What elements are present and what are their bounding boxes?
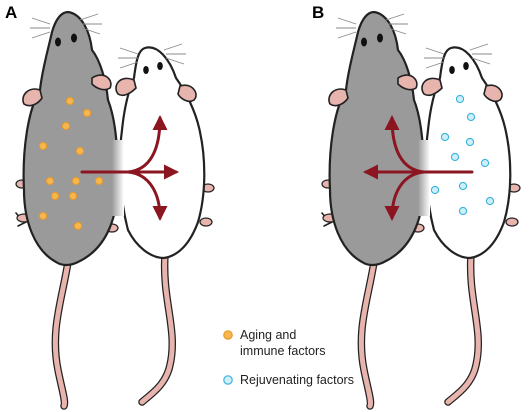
aging-dot-icon	[45, 176, 55, 186]
aging-dot-icon	[71, 176, 81, 186]
rejuvenating-dot-icon	[485, 196, 495, 206]
panel-label-b: B	[312, 3, 324, 22]
rejuvenating-dot-icon	[455, 94, 465, 104]
old-mouse-icon	[16, 12, 118, 406]
aging-dot-icon	[75, 146, 85, 156]
flow-arrow-icon	[80, 115, 179, 221]
rejuvenating-dot-icon	[458, 206, 468, 216]
old-mouse-icon	[322, 12, 424, 406]
rejuvenating-dot-icon	[465, 137, 475, 147]
rejuvenating-dot-icon	[450, 152, 460, 162]
rejuvenating-dot-icon	[430, 185, 440, 195]
aging-dot-icon	[38, 211, 48, 221]
panel-a: A	[5, 3, 214, 406]
panel-b: B	[312, 3, 520, 406]
rejuvenating-dot-icon	[223, 375, 233, 385]
legend-rejuvenating: Rejuvenating factors	[240, 373, 354, 387]
young-mouse-icon	[422, 44, 520, 402]
aging-dot-icon	[82, 108, 92, 118]
aging-dot-icon	[65, 96, 75, 106]
panel-label-a: A	[5, 3, 17, 22]
legend-aging-line2: immune factors	[240, 344, 325, 358]
paired-mice-b	[322, 12, 520, 406]
rejuvenating-dot-icon	[440, 132, 450, 142]
aging-dot-icon	[94, 176, 104, 186]
paired-mice-a	[16, 12, 214, 406]
aging-factor-dots	[38, 96, 104, 231]
rejuvenating-dot-icon	[458, 181, 468, 191]
legend: Aging and immune factors Rejuvenating fa…	[223, 328, 354, 387]
rejuvenating-dot-icon	[480, 158, 490, 168]
rejuvenating-dot-icon	[466, 112, 476, 122]
aging-dot-icon	[223, 330, 233, 340]
rejuvenating-factor-dots	[430, 94, 495, 216]
aging-dot-icon	[73, 221, 83, 231]
junction-stripe	[112, 140, 124, 216]
young-mouse-icon	[116, 44, 214, 402]
aging-dot-icon	[68, 191, 78, 201]
aging-dot-icon	[61, 121, 71, 131]
aging-dot-icon	[50, 191, 60, 201]
junction-stripe	[418, 140, 430, 216]
aging-dot-icon	[38, 141, 48, 151]
legend-aging-line1: Aging and	[240, 328, 296, 342]
flow-arrow-icon	[363, 115, 474, 221]
